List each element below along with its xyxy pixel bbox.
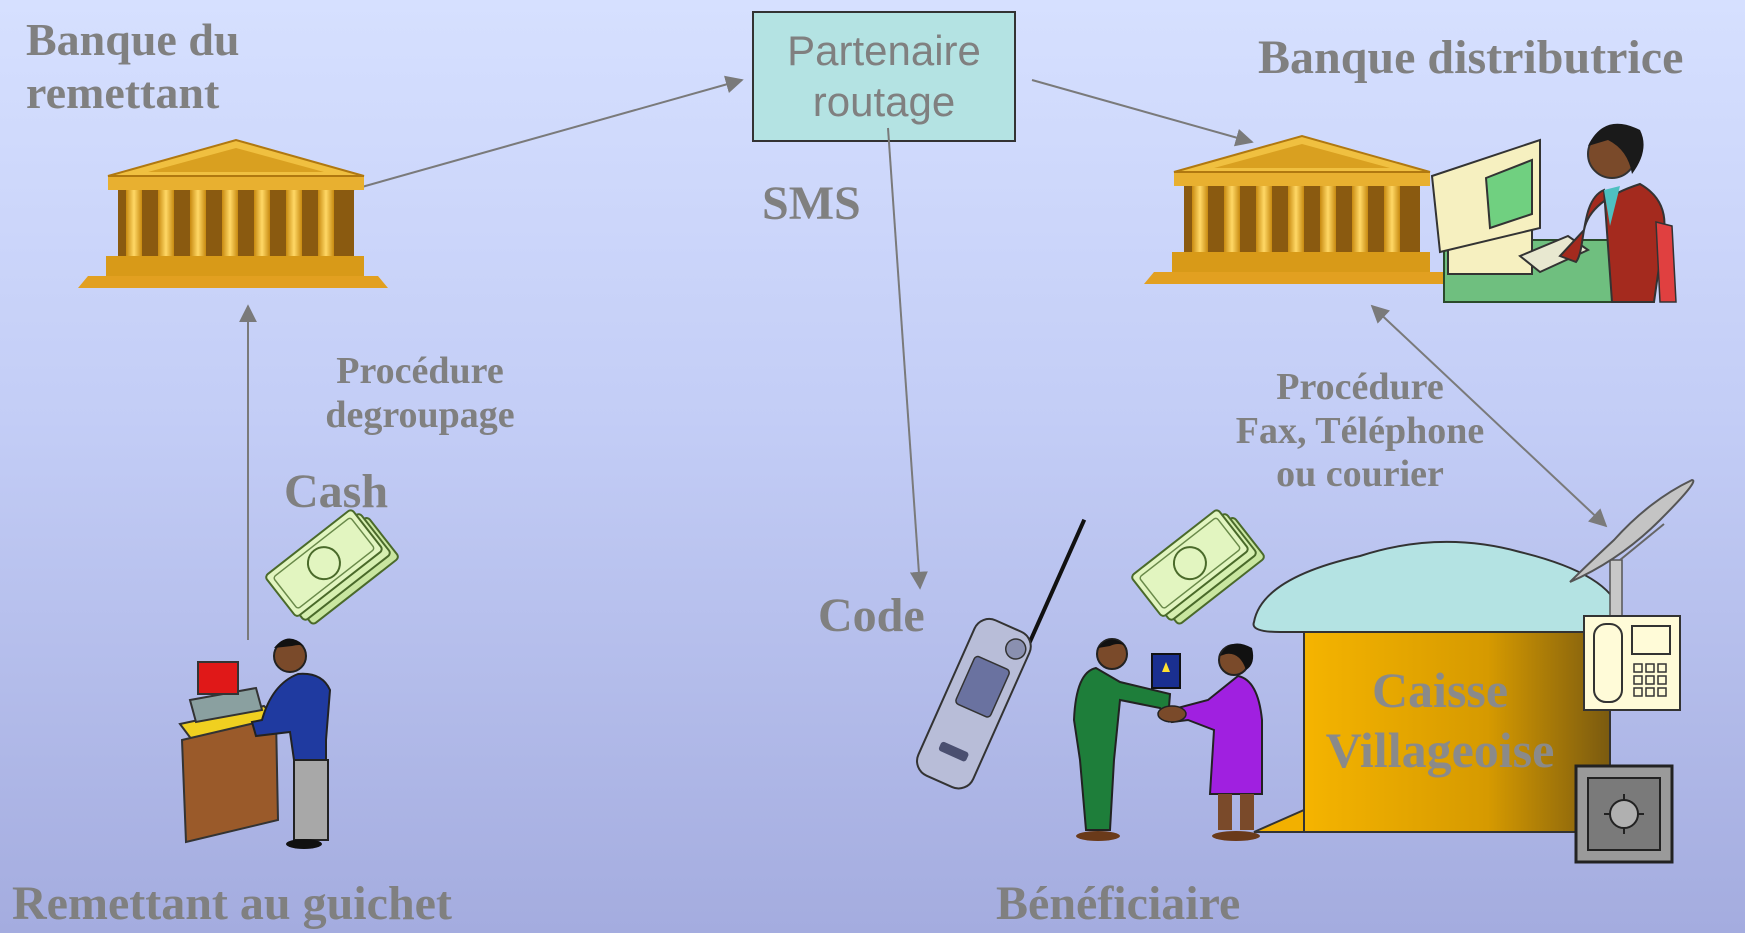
banknotes-icon <box>263 502 401 632</box>
satellite-dish-icon <box>1569 478 1695 625</box>
village-hut-icon <box>1252 540 1622 833</box>
arrow-partner-to-distributor <box>1031 79 1254 147</box>
cash-label: Cash <box>284 465 389 518</box>
handshake-people-icon <box>1072 638 1263 841</box>
mobile-phone-icon <box>916 518 1087 790</box>
telephone-icon <box>1583 615 1681 711</box>
arrow-sender-bank-to-partner <box>343 75 744 193</box>
code-label: Code <box>818 589 925 642</box>
clerk-computer-icon <box>1430 123 1677 303</box>
village-bank-line2: Villageoise <box>1325 722 1555 778</box>
village-bank-label: Caisse Villageoise <box>1300 660 1580 780</box>
village-bank-line1: Caisse <box>1371 662 1509 718</box>
sender-counter-label: Remettant au guichet <box>12 877 452 930</box>
sms-label: SMS <box>762 177 861 230</box>
arrow-partner-to-phone <box>887 127 928 590</box>
bank-distributor-title: Banque distributrice <box>1258 31 1684 84</box>
bank-building-icon <box>77 139 389 289</box>
partner-line1: Partenaire <box>787 27 981 75</box>
arrow-distributor-village <box>1370 304 1608 528</box>
bank-sender-line2: remettant <box>26 66 220 118</box>
unbundle-line1: Procédure <box>336 350 504 392</box>
beneficiary-label: Bénéficiaire <box>996 877 1241 930</box>
bank-sender-title: Banque du remettant <box>26 14 240 120</box>
unbundle-line2: degroupage <box>325 393 515 436</box>
routing-partner-box: Partenaire routage <box>752 11 1016 142</box>
partner-line2: routage <box>812 77 956 125</box>
bank-building-icon <box>1143 135 1455 285</box>
cashier-counter-icon <box>178 638 332 849</box>
bank-sender-line1: Banque du <box>26 14 240 65</box>
unbundle-procedure-label: Procédure degroupage <box>300 350 540 437</box>
banknotes-icon <box>1129 502 1267 632</box>
safe-icon <box>1574 764 1674 864</box>
